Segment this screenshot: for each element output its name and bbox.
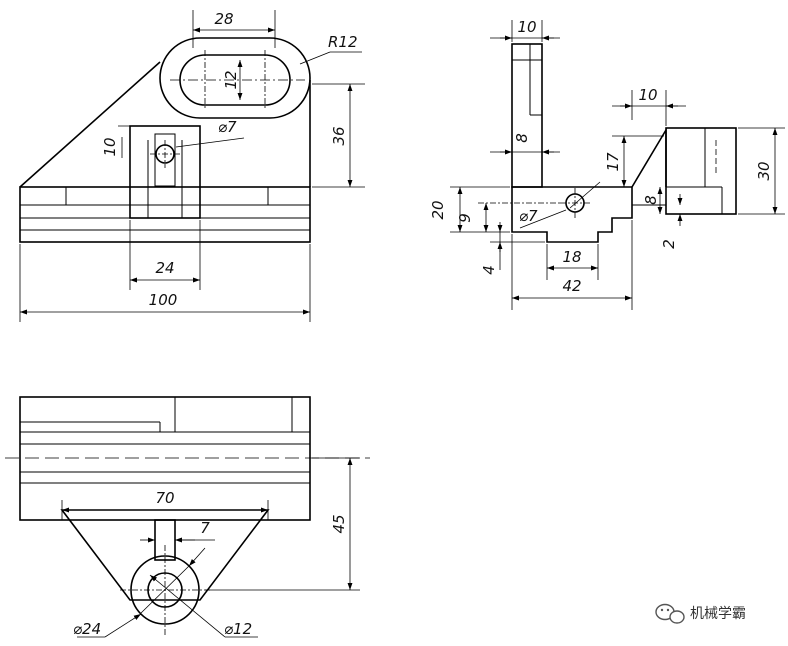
dim-12: 12	[222, 70, 240, 89]
dim-100: 100	[149, 291, 178, 309]
dim-28: 28	[214, 10, 233, 28]
dim-18: 18	[562, 248, 581, 266]
front-view	[19, 37, 311, 243]
top-view-dimensions	[61, 457, 360, 638]
dim-8-block: 8	[642, 195, 660, 205]
dim-7-top: 7	[200, 519, 210, 537]
side-right-block	[665, 127, 737, 215]
front-view-dimensions	[19, 10, 365, 322]
dim-17: 17	[604, 152, 622, 172]
dim-10-rib: 10	[638, 86, 657, 104]
dim-30: 30	[755, 161, 773, 180]
dim-10-front: 10	[101, 137, 119, 156]
top-view	[5, 396, 370, 635]
dim-4: 4	[480, 265, 498, 275]
front-base	[19, 186, 311, 243]
wechat-icon	[655, 603, 685, 624]
top-outer-boss	[130, 555, 200, 625]
dim-10-upright: 10	[517, 18, 536, 36]
dim-r12: R12	[328, 33, 358, 51]
dim-8-upright: 8	[513, 133, 531, 143]
dim-9: 9	[456, 213, 474, 223]
dim-dia24: ⌀24	[73, 620, 101, 638]
watermark-text: 机械学霸	[690, 606, 746, 622]
dim-dia7-front: ⌀7	[218, 118, 237, 136]
dim-dia12: ⌀12	[224, 620, 252, 638]
dim-dia7-side: ⌀7	[519, 207, 538, 225]
side-base	[511, 186, 633, 243]
dim-20: 20	[429, 200, 447, 219]
dim-45: 45	[330, 514, 348, 533]
dim-36: 36	[330, 126, 348, 145]
front-boss	[129, 125, 201, 219]
front-rib	[19, 61, 161, 188]
watermark: 机械学霸	[655, 603, 746, 624]
dim-24: 24	[155, 259, 174, 277]
dim-42: 42	[562, 277, 581, 295]
side-view	[511, 43, 737, 243]
dim-2: 2	[660, 239, 678, 249]
front-slotted-plate	[159, 37, 311, 119]
side-view-dimensions	[450, 20, 785, 310]
side-rib	[631, 127, 667, 188]
dim-70: 70	[155, 489, 174, 507]
